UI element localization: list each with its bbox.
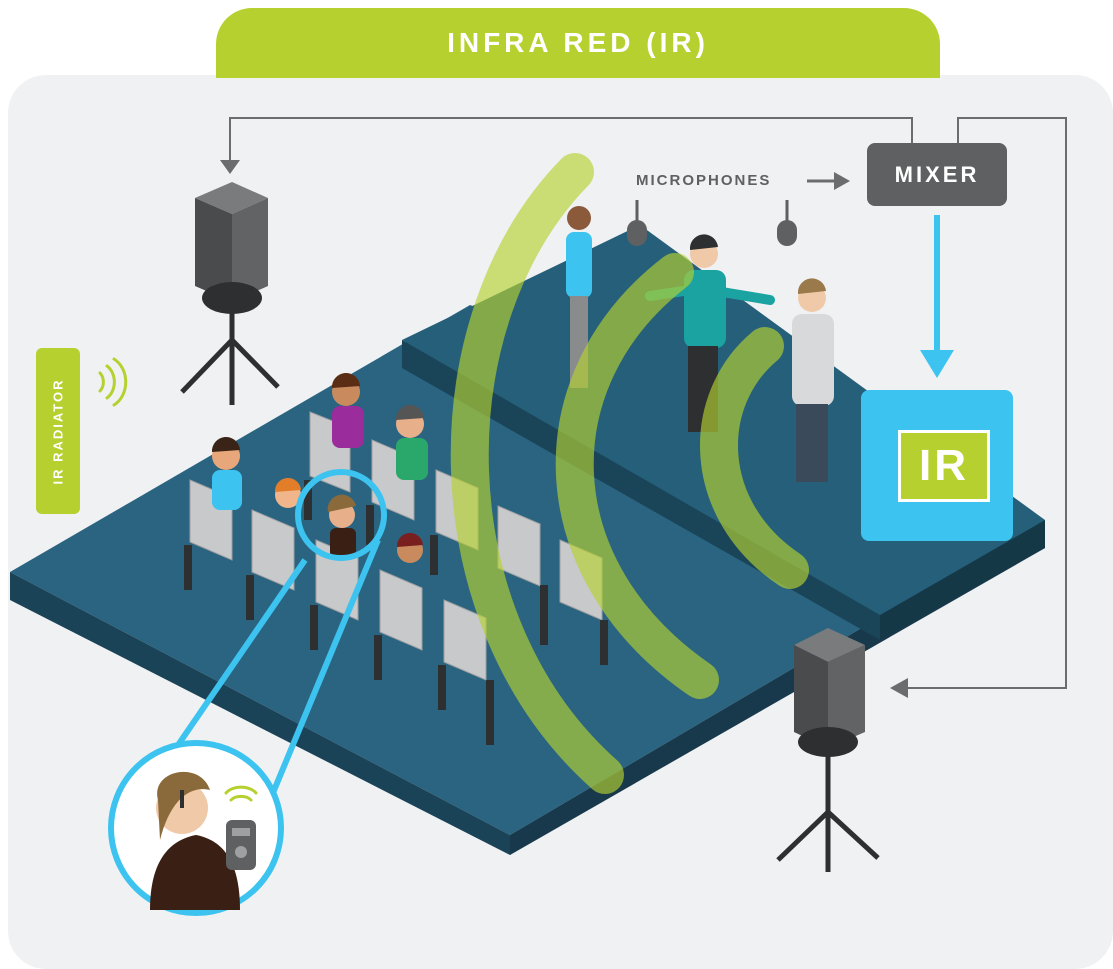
mixer-box: MIXER (867, 143, 1007, 206)
left-speaker (180, 182, 280, 405)
listener-zoom-callout (108, 469, 387, 916)
microphones (627, 200, 797, 246)
ir-radiator: IR RADIATOR (36, 348, 80, 514)
radiator-wave-icon (98, 357, 128, 407)
audience-members (211, 372, 428, 563)
ir-transmitter: IR (861, 390, 1013, 541)
mixer-to-ir-arrow (920, 215, 954, 378)
signal-lines (220, 117, 1067, 698)
diagram-title: INFRA RED (IR) (216, 8, 940, 78)
ir-radiator-label: IR RADIATOR (50, 377, 66, 485)
microphones-label: MICROPHONES (636, 172, 772, 189)
ir-signal-waves (450, 153, 809, 794)
right-speaker (776, 628, 880, 872)
ir-transmitter-label: IR (898, 430, 990, 502)
